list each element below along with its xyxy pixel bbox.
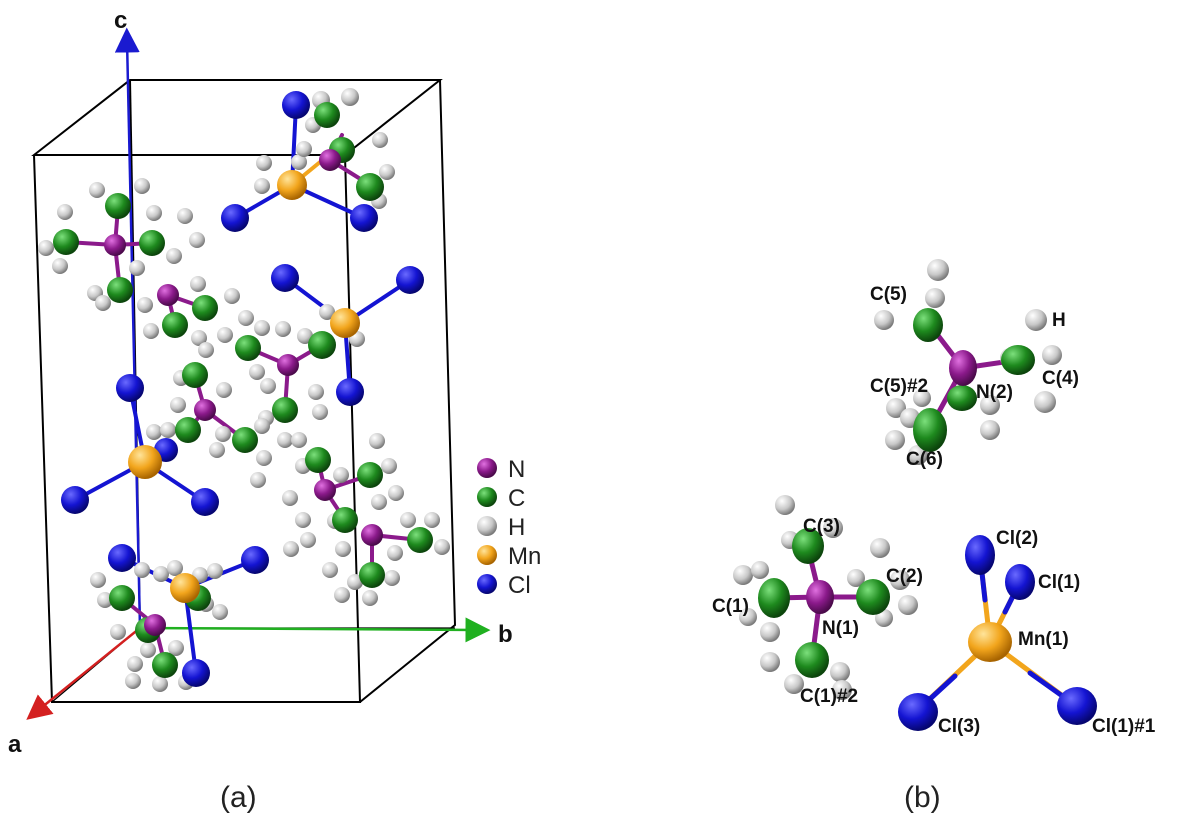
axis-c-arrow bbox=[114, 27, 142, 629]
legend-item-cl: Cl bbox=[477, 572, 531, 599]
axis-a-arrow bbox=[26, 627, 141, 720]
label-c4: C(4) bbox=[1042, 368, 1079, 389]
label-c2: C(2) bbox=[886, 566, 923, 587]
legend-item-n: N bbox=[477, 456, 525, 483]
legend-label-c: C bbox=[508, 485, 525, 512]
label-cl2: Cl(2) bbox=[996, 528, 1038, 549]
label-c1: C(1) bbox=[712, 596, 749, 617]
chlorine-atoms-b bbox=[898, 535, 1097, 731]
legend-label-h: H bbox=[508, 514, 525, 541]
legend-label-mn: Mn bbox=[508, 543, 541, 570]
legend-swatch-c bbox=[477, 487, 497, 507]
legend-swatch-cl bbox=[477, 574, 497, 594]
hydrogen-atoms-b bbox=[733, 259, 1062, 700]
manganese-atom-b bbox=[968, 622, 1012, 662]
legend-item-h: H bbox=[477, 514, 525, 541]
panel-a-caption: (a) bbox=[220, 781, 257, 814]
legend-label-n: N bbox=[508, 456, 525, 483]
hydrogen-atoms-a bbox=[38, 88, 450, 692]
label-cl1: Cl(1) bbox=[1038, 572, 1080, 593]
legend-item-c: C bbox=[477, 485, 525, 512]
nitrogen-atoms-a bbox=[104, 149, 383, 636]
label-c5: C(5) bbox=[870, 284, 907, 305]
legend-item-mn: Mn bbox=[477, 543, 541, 570]
label-c1-2: C(1)#2 bbox=[800, 686, 858, 707]
panel-a-unit-cell: c b a bbox=[8, 7, 541, 814]
legend-swatch-h bbox=[477, 516, 497, 536]
label-c3: C(3) bbox=[803, 516, 840, 537]
label-c6: C(6) bbox=[906, 449, 943, 470]
axis-c-label: c bbox=[114, 7, 127, 34]
label-c5-2: C(5)#2 bbox=[870, 376, 928, 397]
label-n1: N(1) bbox=[822, 618, 859, 639]
axis-b-arrow bbox=[139, 617, 491, 643]
label-cl3: Cl(3) bbox=[938, 716, 980, 737]
legend-swatch-n bbox=[477, 458, 497, 478]
carbon-atoms-b bbox=[758, 308, 1035, 678]
carbon-atoms-a bbox=[53, 102, 433, 678]
label-n2: N(2) bbox=[976, 382, 1013, 403]
element-legend: N C H Mn Cl bbox=[477, 456, 541, 599]
nitrogen-atoms-b bbox=[806, 350, 977, 614]
label-mn1: Mn(1) bbox=[1018, 629, 1069, 650]
axis-b-label: b bbox=[498, 621, 513, 648]
panel-b-caption: (b) bbox=[904, 781, 941, 814]
legend-label-cl: Cl bbox=[508, 572, 531, 599]
axis-a-label: a bbox=[8, 731, 22, 758]
legend-swatch-mn bbox=[477, 545, 497, 565]
panel-b-asymmetric-unit: C(5) H C(5)#2 C(4) N(2) C(6) C(3) C(2) C… bbox=[712, 259, 1156, 814]
label-h: H bbox=[1052, 310, 1066, 331]
atom-labels-b: C(5) H C(5)#2 C(4) N(2) C(6) C(3) C(2) C… bbox=[712, 284, 1156, 737]
label-cl1-1: Cl(1)#1 bbox=[1092, 716, 1156, 737]
manganese-atoms-a bbox=[128, 170, 360, 603]
